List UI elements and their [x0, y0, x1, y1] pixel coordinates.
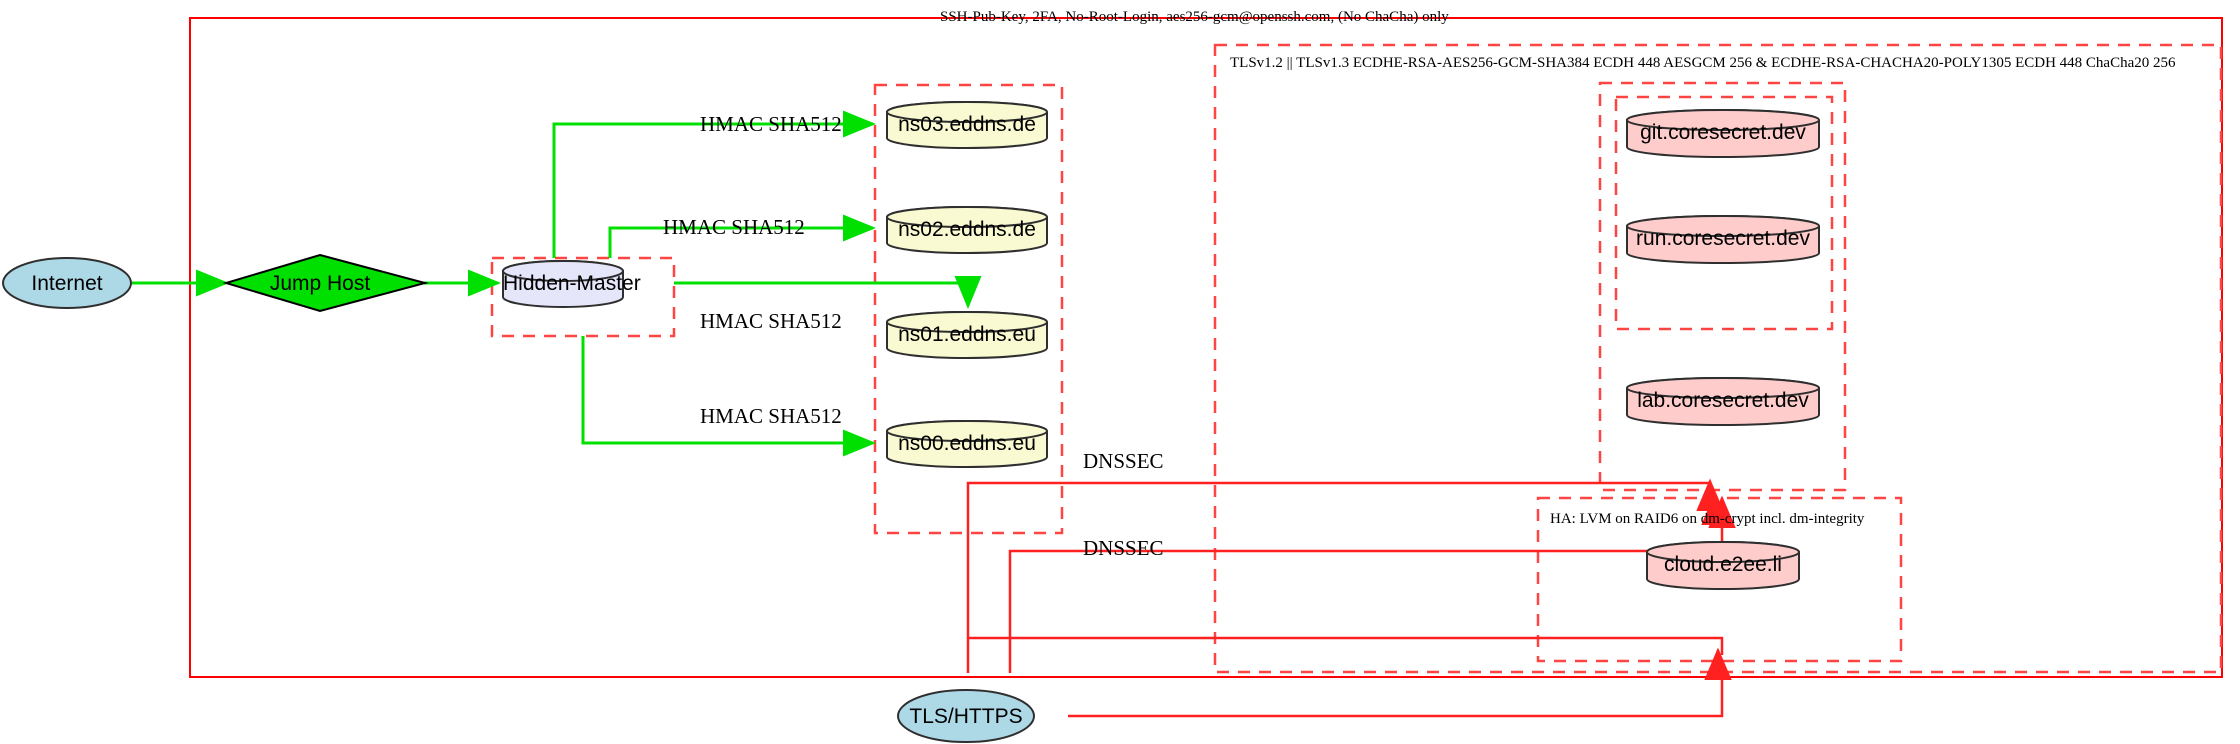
- cluster-label-ssh: SSH-Pub-Key, 2FA, No-Root-Login, aes256-…: [940, 9, 1449, 25]
- edge-label-dnssec-lower: DNSSEC: [1083, 536, 1164, 560]
- node-tls-https[interactable]: [897, 689, 1035, 743]
- node-ns02[interactable]: [886, 206, 1048, 254]
- node-run[interactable]: [1626, 215, 1820, 264]
- node-jump-host[interactable]: [222, 253, 429, 313]
- edge-label-hmac-ns00: HMAC SHA512: [700, 404, 842, 428]
- cluster-label-ha: HA: LVM on RAID6 on dm-crypt incl. dm-in…: [1550, 511, 1865, 527]
- edge-dnssec-upper: [966, 478, 1724, 673]
- cluster-label-tls: TLSv1.2 || TLSv1.3 ECDHE-RSA-AES256-GCM-…: [1230, 55, 2176, 71]
- edge-tlshttps-to-ha-lower: [968, 636, 1724, 655]
- edge-hiddenmaster-to-ns00: [581, 336, 876, 457]
- edge-label-hmac-ns01: HMAC SHA512: [700, 309, 842, 333]
- cluster-dns-box: [873, 83, 1064, 535]
- node-ns00[interactable]: [886, 420, 1048, 468]
- edge-hiddenmaster-to-ns02: [608, 214, 876, 258]
- node-lab[interactable]: [1626, 377, 1820, 426]
- edge-label-hmac-ns02: HMAC SHA512: [663, 215, 805, 239]
- node-hidden-master[interactable]: [502, 260, 624, 308]
- cluster-ha-boundary: [1536, 496, 1903, 663]
- edge-tlshttps-to-coresecret: [1068, 660, 1724, 718]
- node-git[interactable]: [1626, 109, 1820, 158]
- edge-hiddenmaster-to-ns01: [674, 276, 982, 309]
- node-ns03[interactable]: [886, 101, 1048, 149]
- node-cloud[interactable]: [1646, 541, 1800, 590]
- cluster-coresecret-outer-box: [1598, 81, 1847, 492]
- edge-label-hmac-ns03: HMAC SHA512: [700, 112, 842, 136]
- cluster-coresecret-inner-box: [1614, 95, 1834, 331]
- node-ns01[interactable]: [886, 311, 1048, 359]
- edge-label-dnssec-upper: DNSSEC: [1083, 449, 1164, 473]
- cluster-ssh-boundary: [189, 17, 2223, 678]
- edge-hiddenmaster-to-ns03: [552, 110, 876, 258]
- cluster-hidden-master-box: [490, 256, 676, 338]
- node-internet[interactable]: [2, 257, 132, 309]
